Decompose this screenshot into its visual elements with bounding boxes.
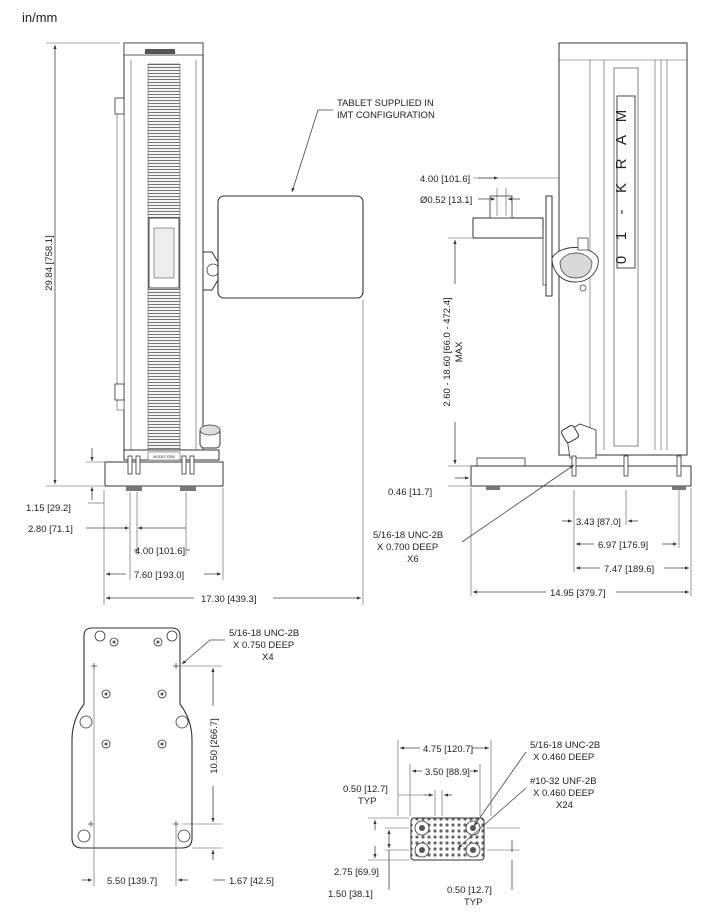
dim-plate-outer: 4.75 [120.7] [423,744,473,755]
dim-base-height: 1.15 [29.2] [26,503,71,514]
mounting-plate-view: 4.75 [120.7] 3.50 [88.9] 0.50 [12.7] TYP… [328,740,600,908]
side-view: M A R K - 1 0 4.00 [101.6] [373,42,692,599]
tablet-note-line2: IMT CONFIGURATION [337,110,435,121]
mount-note-line2: X 0.700 DEEP [377,542,438,553]
mount-note-line1: 5/16-18 UNC-2B [373,530,443,541]
front-view: MODEL F505 29.84 [758.1] 1.15 [29.2] 2.8… [26,42,435,605]
dim-b: 6.97 [176.9] [598,540,648,551]
svg-text:1: 1 [613,232,630,240]
dim-foot-offset: 2.80 [71.1] [28,524,73,535]
dim-overall-width: 17.30 [439.3] [201,594,256,605]
svg-text:0: 0 [613,256,630,264]
dim-base-edge: 1.67 [42.5] [229,876,274,887]
mount-note-line3: X6 [407,554,419,565]
dim-base-width: 5.50 [139.7] [107,876,157,887]
svg-text:R: R [613,158,630,169]
column-plate-label: MODEL F505 [153,455,174,459]
svg-text:M: M [613,110,630,123]
dim-a: 3.43 [87.0] [576,517,621,528]
plate-unc-line2: X 0.460 DEEP [533,752,594,763]
base-footprint-view: 5/16-18 UNC-2B X 0.750 DEEP X4 10.50 [26… [71,627,299,887]
dim-foot-spacing: 4.00 [101.6] [135,546,185,557]
side-base [470,465,692,487]
plate-unf-line1: #10-32 UNF-2B [530,776,597,787]
dim-base-thk: 0.46 [11.7] [388,487,432,498]
base-note-line1: 5/16-18 UNC-2B [229,628,299,639]
dim-height: 29.84 [758.1] [44,235,55,290]
dim-base-length: 10.50 [266.7] [209,718,220,773]
base-note-line2: X 0.750 DEEP [233,640,294,651]
plate-unf-line2: X 0.460 DEEP [533,788,594,799]
base-note-line3: X4 [262,652,274,663]
dim-typ-bottom-line1: 0.50 [12.7] [447,885,492,896]
tablet-note-line1: TABLET SUPPLIED IN [337,98,434,109]
dim-plate-offset: 1.50 [38.1] [328,889,373,900]
svg-text:-: - [613,210,630,215]
dim-travel-line2: MAX [454,341,465,362]
dim-arm-width: 4.00 [101.6] [420,174,470,185]
dim-typ-top-line1: 0.50 [12.7] [343,784,388,795]
side-arm [472,217,544,239]
dim-plate-height: 2.75 [69.9] [334,867,379,878]
dim-base-width: 7.60 [193.0] [134,570,184,581]
tablet [217,195,364,299]
plate-unf-line3: X24 [556,800,573,811]
dim-travel-line1: 2.60 - 18.60 [66.0 - 472.4] [442,297,453,406]
dim-typ-top-line2: TYP [358,796,376,807]
brand-mark: M A R K - 1 0 [613,95,636,269]
svg-text:K: K [613,183,630,193]
base-plate-outline [71,627,193,849]
dim-bore: Ø0.52 [13.1] [420,195,472,206]
dim-plate-inner: 3.50 [88.9] [425,767,470,778]
dim-depth: 14.95 [379.7] [550,588,605,599]
svg-text:A: A [613,135,630,145]
dim-c: 7.47 [189.6] [604,564,654,575]
plate-unc-line1: 5/16-18 UNC-2B [530,740,600,751]
units-label: in/mm [22,10,58,25]
dim-typ-bottom-line2: TYP [464,897,482,908]
front-base [104,461,224,487]
